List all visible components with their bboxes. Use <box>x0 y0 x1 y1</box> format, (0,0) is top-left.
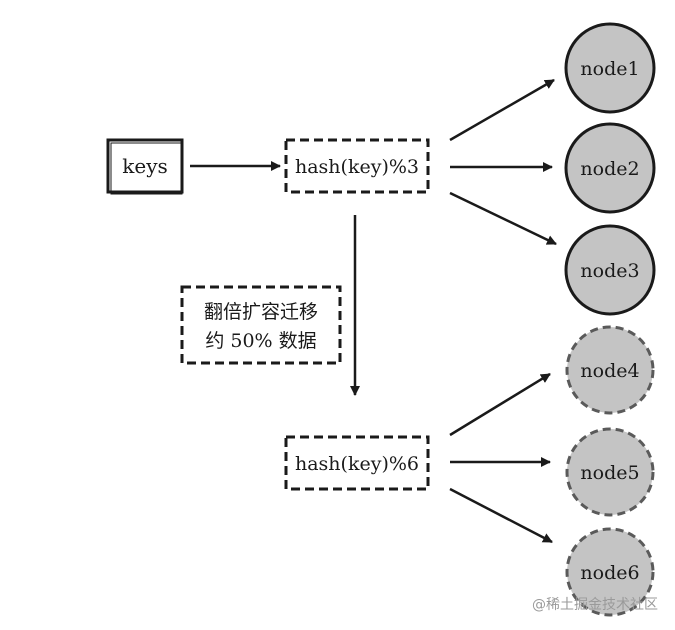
node3-label: node3 <box>580 260 639 282</box>
migration-note-line1: 翻倍扩容迁移 <box>204 301 318 323</box>
node1-circle: node1 <box>564 22 656 114</box>
hash-mod3-box: hash(key)%3 <box>284 138 430 194</box>
hash-mod6-label: hash(key)%6 <box>295 453 419 475</box>
node5-label: node5 <box>580 462 639 484</box>
node2-circle: node2 <box>564 122 656 214</box>
keys-box: keys <box>106 138 184 195</box>
watermark-text: @稀土掘金技术社区 <box>532 597 658 613</box>
node5-circle: node5 <box>565 427 655 517</box>
migration-note-box: 翻倍扩容迁移 约 50% 数据 <box>180 285 342 365</box>
node1-label: node1 <box>580 58 639 80</box>
node4-circle: node4 <box>565 325 655 415</box>
node6-circle: node6 <box>565 527 655 617</box>
node4-label: node4 <box>580 360 639 382</box>
arrow-hash3-to-node1 <box>449 78 555 142</box>
arrow-hash6-to-node6 <box>449 487 553 544</box>
arrow-hash3-to-node3 <box>449 191 557 246</box>
node6-label: node6 <box>580 562 639 584</box>
hash-mod3-label: hash(key)%3 <box>295 156 419 178</box>
keys-label: keys <box>122 154 168 178</box>
node2-label: node2 <box>580 158 639 180</box>
arrow-hash6-to-node4 <box>449 372 551 437</box>
node3-circle: node3 <box>564 224 656 316</box>
hash-mod6-box: hash(key)%6 <box>284 435 430 491</box>
migration-note-line2: 约 50% 数据 <box>205 330 316 352</box>
